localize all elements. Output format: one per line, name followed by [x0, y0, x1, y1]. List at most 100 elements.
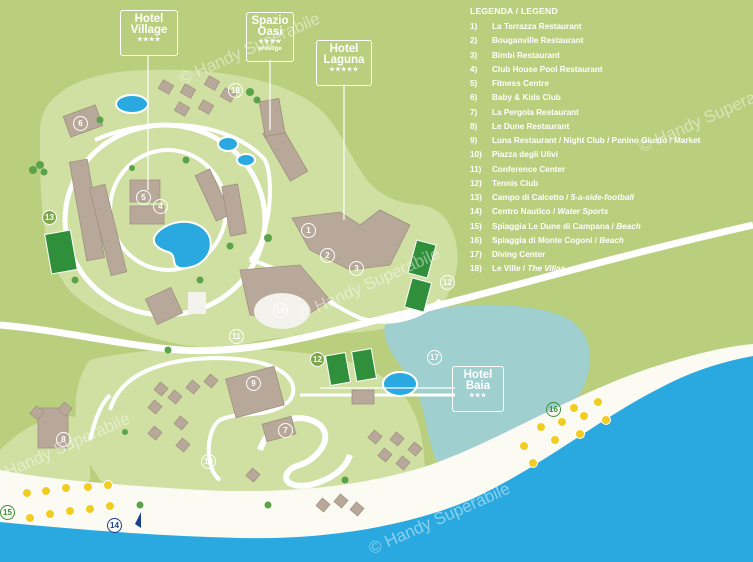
legend-item-number: 2) [470, 36, 478, 46]
villa [377, 447, 393, 463]
legend-item-label-it: Baby & Kids Club [492, 93, 561, 103]
villa [179, 83, 197, 99]
legend-item-label: Campo di Calcetto / 5-a-side-football [492, 191, 634, 205]
trees [29, 88, 349, 509]
tree [29, 166, 37, 174]
legend-item-number: 17) [470, 250, 482, 259]
umbrella [65, 506, 75, 516]
marker-18-north: 18 [228, 83, 243, 98]
umbrella [45, 509, 55, 519]
umbrellas-beach-16 [519, 397, 611, 468]
legend-item-label: Spiaggia Le Dune di Campana / Beach [492, 220, 641, 234]
legend-item-number: 9) [470, 136, 478, 145]
legend-item-label-it: La Terrazza Restaurant [492, 22, 582, 31]
pool-oasi-a [217, 136, 239, 152]
hotel-village-stars: ★★★★ [137, 37, 161, 43]
legend-item: 7)La Pergola Restaurant [470, 106, 753, 120]
tree [122, 429, 128, 435]
legend: LEGENDA / LEGEND 1)La Terrazza Restauran… [470, 6, 753, 277]
legend-item-label: Le Dune Restaurant [492, 120, 569, 134]
hotel-laguna-label: Hotel Laguna ★★★★★ [316, 40, 372, 86]
legend-item: 15)Spiaggia Le Dune di Campana / Beach [470, 220, 753, 234]
legend-title: LEGENDA / LEGEND [470, 6, 558, 16]
marker-18-south: 18 [201, 454, 216, 469]
hotel-laguna-line1: Hotel [329, 43, 359, 55]
villa [157, 79, 175, 95]
legend-item: 12)Tennis Club [470, 177, 753, 191]
tennis-court [324, 351, 352, 387]
tree [253, 96, 261, 104]
villa [29, 405, 45, 421]
legend-item: 6)Baby & Kids Club [470, 91, 753, 105]
villa [173, 101, 191, 117]
legend-item-label: Fitness Centre [492, 77, 549, 91]
marker-11: 11 [229, 329, 244, 344]
building-village-east-b [221, 183, 247, 237]
marker-13: 13 [42, 210, 57, 225]
north-resort-area [40, 69, 458, 348]
villa [333, 493, 349, 509]
legend-item: 17) Diving Center [470, 248, 753, 262]
marker-16: 16 [546, 402, 561, 417]
tree [226, 242, 234, 250]
legend-item-label-it: Centro Nautico / [492, 207, 558, 217]
legend-item-number: 3) [470, 50, 478, 60]
legend-item-label: Tennis Club [492, 177, 538, 191]
hotel-village-line2: Village [130, 24, 168, 36]
legend-item-label-it: Club House Pool Restaurant [492, 64, 603, 74]
hotel-baia-stars: ★★★ [469, 393, 487, 399]
umbrella [601, 415, 611, 425]
tree [36, 161, 44, 169]
villa [147, 399, 163, 415]
villa [245, 467, 261, 483]
legend-item-label-it: Piazza degli Ulivi [492, 150, 558, 160]
hotel-baia-line1: Hotel [463, 369, 493, 381]
legend-item-label-it: Luna Restaurant / Night Club / Panino Gi… [492, 136, 701, 145]
legend-item: 1)La Terrazza Restaurant [470, 20, 753, 34]
villa [197, 99, 215, 115]
main-pool [152, 220, 212, 270]
marker-12-north: 12 [440, 275, 455, 290]
tree [196, 276, 204, 284]
legend-item-label: Luna Restaurant / Night Club / Panino Gi… [492, 134, 700, 148]
legend-item-label-it: Fitness Centre [492, 79, 549, 88]
marker-5: 5 [136, 190, 151, 205]
tree [71, 276, 79, 284]
legend-item-label: Bimbi Restaurant [492, 49, 560, 63]
beach [0, 344, 753, 539]
pool-baia [382, 371, 418, 397]
umbrella [22, 488, 32, 498]
marker-10: 10 [273, 303, 288, 318]
villa [57, 401, 73, 417]
legend-item-label-it: Bimbi Restaurant [492, 50, 560, 60]
legend-item-label-it: Tennis Club [492, 178, 539, 188]
marker-3: 3 [349, 261, 364, 276]
villa [167, 389, 183, 405]
legend-item-number: 10) [470, 150, 482, 160]
legend-item-number: 4) [470, 64, 478, 74]
villa [175, 437, 191, 453]
villa [173, 415, 189, 431]
building-luna [225, 365, 285, 419]
umbrella [550, 435, 560, 445]
umbrella [103, 480, 113, 490]
umbrella [519, 441, 529, 451]
legend-item-label-en: 5-a-side-football [570, 193, 634, 202]
legend-item-label-it: Diving Center [492, 250, 546, 259]
marker-1: 1 [301, 223, 316, 238]
legend-item-label: Baby & Kids Club [492, 91, 561, 105]
tree [129, 165, 135, 171]
tennis-court [407, 239, 437, 279]
marker-2: 2 [320, 248, 335, 263]
building-village-east [194, 168, 232, 222]
marker-4: 4 [153, 199, 168, 214]
umbrella [593, 397, 603, 407]
hotel-oasi-sub: prestige [258, 46, 282, 52]
hotel-baia-label: Hotel Baia ★★★ [452, 366, 504, 412]
main-road [0, 221, 753, 355]
umbrella [83, 482, 93, 492]
legend-item-label-it: Bouganville Restaurant [492, 36, 584, 46]
legend-item-label-it: Spiaggia Le Dune di Campana / [492, 221, 617, 231]
legend-item-number: 8) [470, 121, 478, 131]
umbrella [61, 483, 71, 493]
